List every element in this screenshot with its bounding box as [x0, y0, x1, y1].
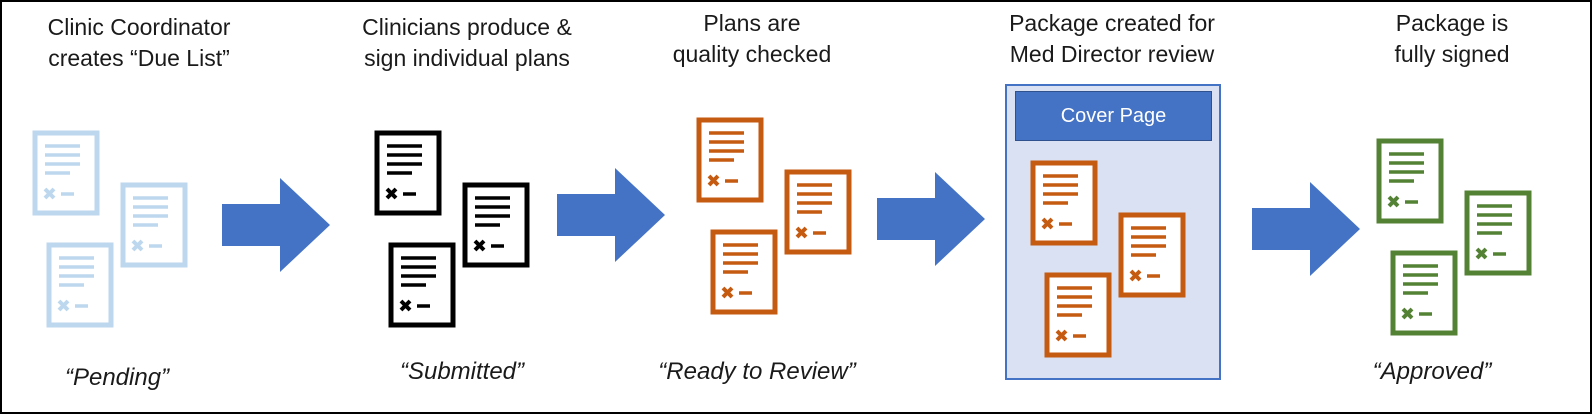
- document-icon: [1030, 160, 1098, 246]
- document-icon: [1390, 250, 1458, 336]
- stage-4-heading: Package created for Med Director review: [972, 8, 1252, 70]
- stage-4-heading-line-1: Package created for: [1009, 10, 1215, 36]
- document-icon: [1464, 190, 1532, 276]
- document-icon: [710, 229, 778, 315]
- stage-1-status: “Pending”: [64, 364, 170, 391]
- document-icon: [1044, 272, 1112, 358]
- document-icon: [462, 182, 530, 268]
- document-icon: [374, 130, 442, 216]
- document-icon: [1376, 138, 1444, 224]
- stage-2-heading: Clinicians produce & sign individual pla…: [332, 12, 602, 74]
- right-arrow-icon: [1252, 182, 1360, 276]
- stage-3-heading-line-2: quality checked: [672, 41, 832, 67]
- stage-5-status: “Approved”: [1372, 358, 1492, 385]
- stage-2-heading-line-1: Clinicians produce &: [362, 14, 572, 40]
- document-icon: [388, 242, 456, 328]
- stage-4-heading-line-2: Med Director review: [1009, 41, 1215, 67]
- document-icon: [46, 242, 114, 328]
- stage-1-heading-line-2: creates “Due List”: [48, 45, 230, 71]
- stage-2-status: “Submitted”: [399, 358, 525, 385]
- document-icon: [120, 182, 188, 268]
- stage-3-status: “Ready to Review”: [658, 358, 856, 385]
- document-icon: [696, 117, 764, 203]
- stage-1-heading: Clinic Coordinator creates “Due List”: [14, 12, 264, 74]
- stage-5-heading: Package is fully signed: [1352, 8, 1552, 70]
- document-icon: [784, 169, 852, 255]
- stage-3-heading: Plans are quality checked: [637, 8, 867, 70]
- right-arrow-icon: [557, 168, 665, 262]
- cover-page: Cover Page: [1015, 91, 1212, 141]
- right-arrow-icon: [222, 178, 330, 272]
- right-arrow-icon: [877, 172, 985, 266]
- document-icon: [1118, 212, 1186, 298]
- stage-2-heading-line-2: sign individual plans: [364, 45, 570, 71]
- stage-3-heading-line-1: Plans are: [703, 10, 801, 36]
- stage-5-heading-line-2: fully signed: [1394, 41, 1510, 67]
- stage-5-heading-line-1: Package is: [1395, 10, 1509, 36]
- stage-1-heading-line-1: Clinic Coordinator: [47, 14, 231, 40]
- document-icon: [32, 130, 100, 216]
